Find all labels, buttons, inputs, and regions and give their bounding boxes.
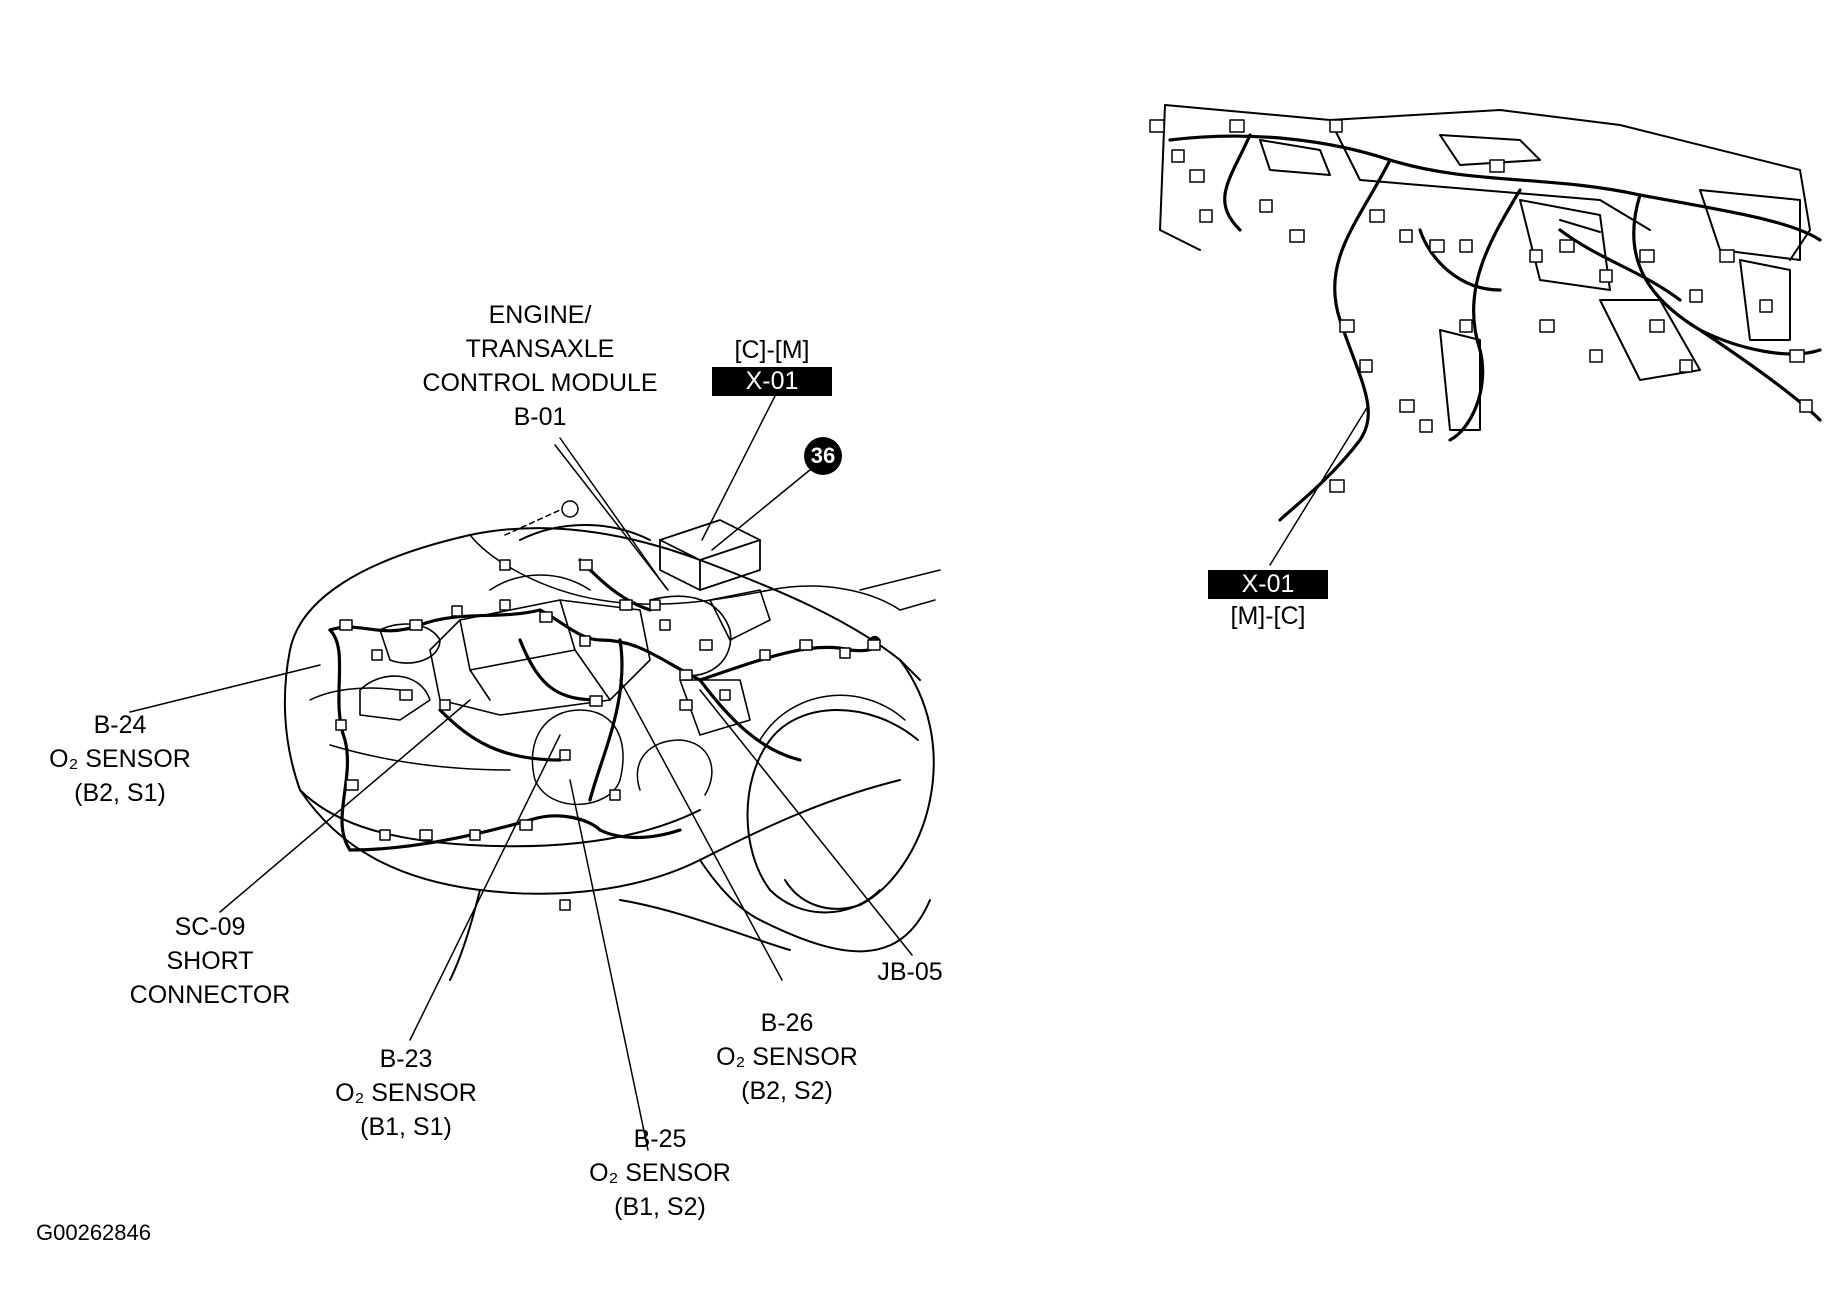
x01-right-label: X-01 [M]-[C] [1208, 570, 1328, 633]
ecm-label-line4: B-01 [513, 403, 567, 431]
b23-pos: (B1, S1) [360, 1113, 452, 1141]
sc09-code: SC-09 [174, 913, 246, 941]
b26-label: B-26 O₂ SENSOR (B2, S2) [697, 1006, 877, 1108]
figure-code: G00262846 [36, 1220, 151, 1245]
ecm-label-line3: CONTROL MODULE [422, 369, 658, 397]
x01-left-code: [C]-[M] [734, 336, 810, 364]
ip-connectors [1149, 119, 1813, 493]
b25-code: B-25 [633, 1125, 687, 1153]
b24-pos: (B2, S1) [74, 779, 166, 807]
b23-name: O₂ SENSOR [335, 1079, 477, 1107]
leader-line-right [1269, 405, 1369, 566]
x01-right-code: [M]-[C] [1230, 602, 1306, 630]
sc09-label: SC-09 SHORT CONNECTOR [110, 910, 310, 1012]
b26-pos: (B2, S2) [741, 1077, 833, 1105]
x01-left-box: X-01 [712, 367, 832, 396]
instrument-panel-outline [1159, 104, 1811, 431]
sc09-name1: SHORT [166, 947, 254, 975]
b24-label: B-24 O₂ SENSOR (B2, S1) [30, 708, 210, 810]
b25-pos: (B1, S2) [614, 1193, 706, 1221]
ecm-module [659, 519, 761, 591]
b26-name: O₂ SENSOR [716, 1043, 858, 1071]
engine-connectors [335, 559, 881, 911]
jb05-label: JB-05 [877, 958, 943, 986]
b24-code: B-24 [93, 711, 147, 739]
b26-code: B-26 [760, 1009, 814, 1037]
leader-lines-left [129, 393, 913, 1151]
x01-left-label: [C]-[M] X-01 [712, 333, 832, 396]
ecm-label-line1: ENGINE/ [488, 301, 592, 329]
b25-name: O₂ SENSOR [589, 1159, 731, 1187]
x01-right-box: X-01 [1208, 570, 1328, 599]
ip-harness [1168, 133, 1822, 522]
engine-block [359, 574, 771, 736]
b24-name: O₂ SENSOR [49, 745, 191, 773]
sc09-name2: CONNECTOR [129, 981, 291, 1009]
car-body-outline [283, 524, 941, 981]
ecm-label-line2: TRANSAXLE [465, 335, 615, 363]
ecm-label: ENGINE/ TRANSAXLE CONTROL MODULE B-01 [400, 298, 680, 434]
b23-label: B-23 O₂ SENSOR (B1, S1) [316, 1042, 496, 1144]
ground-point [504, 509, 561, 536]
ref-36-badge: 36 [804, 437, 842, 475]
b23-code: B-23 [379, 1045, 433, 1073]
b25-label: B-25 O₂ SENSOR (B1, S2) [570, 1122, 750, 1224]
